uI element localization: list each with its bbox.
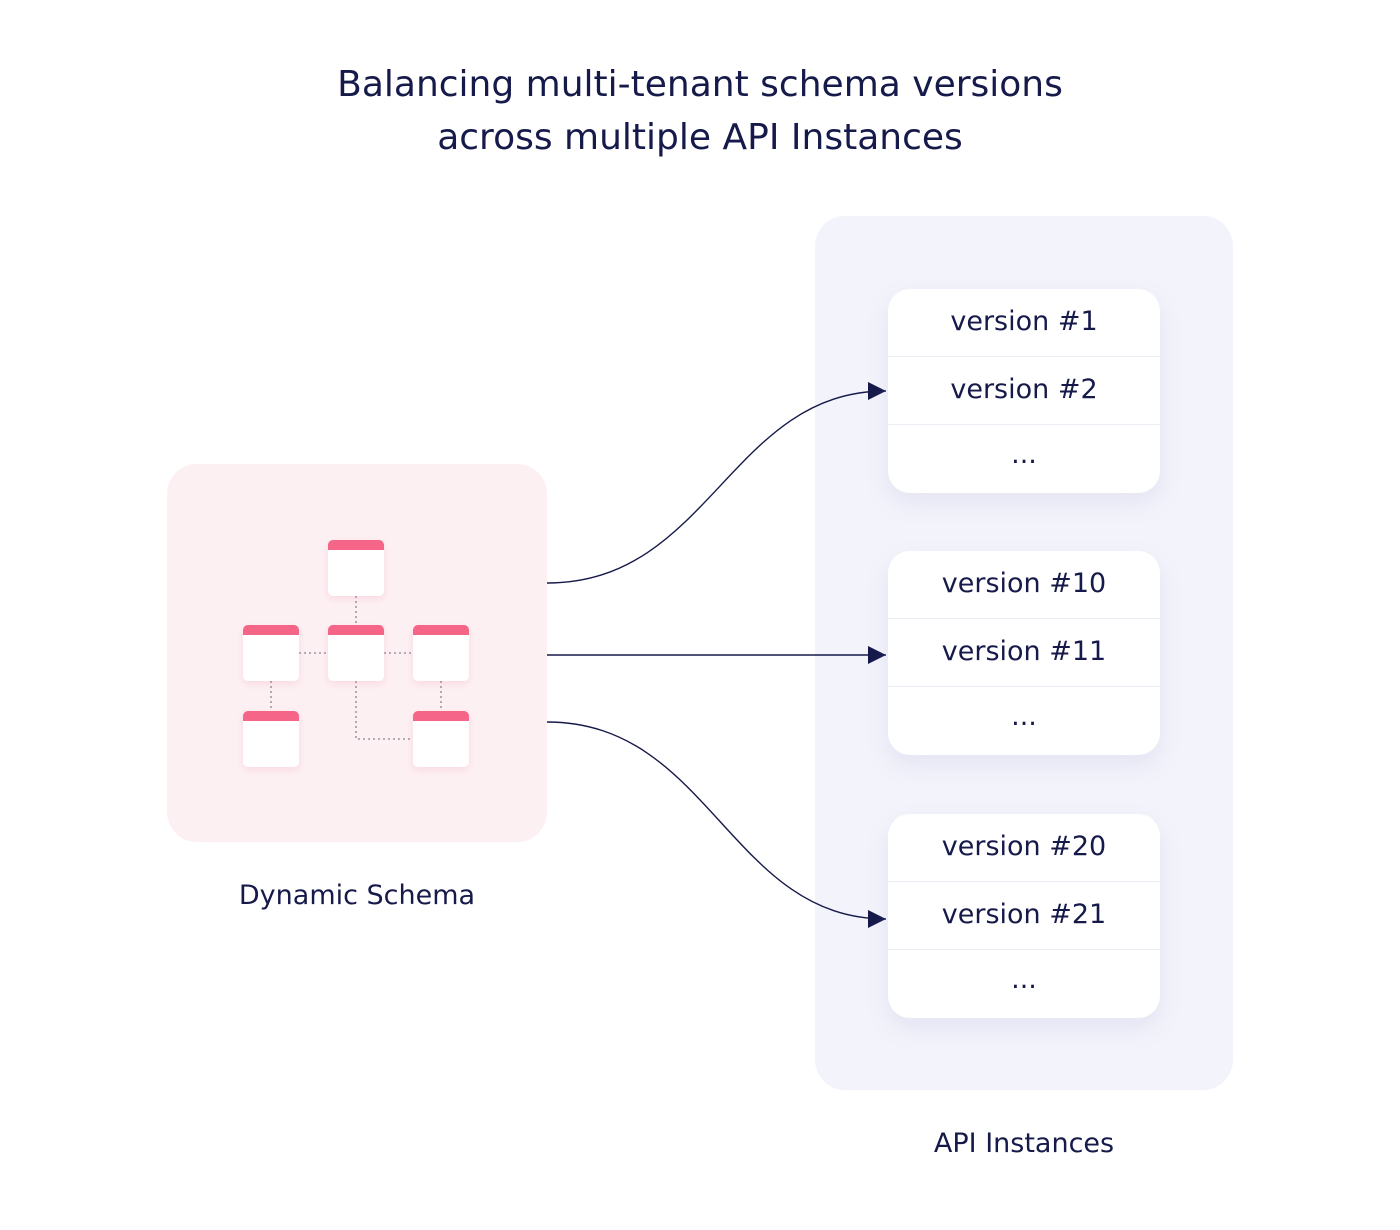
version-row: version #2 [888,357,1160,425]
schema-table-right [413,625,469,681]
version-ellipsis: ... [1011,964,1037,995]
version-ellipsis: ... [1011,701,1037,732]
version-row: version #10 [888,551,1160,619]
version-row: version #1 [888,289,1160,357]
schema-table-bottom-left [243,711,299,767]
version-row: version #21 [888,882,1160,950]
api-instance-card-1: version #1 version #2 ... [888,289,1160,493]
version-ellipsis: ... [1011,439,1037,470]
version-row: version #11 [888,619,1160,687]
schema-table-top [328,540,384,596]
title-line-1: Balancing multi-tenant schema versions [337,64,1063,105]
schema-table-center [328,625,384,681]
arrow-to-instance-3 [546,721,887,928]
title-line-2: across multiple API Instances [437,117,963,158]
api-instance-card-3: version #20 version #21 ... [888,814,1160,1018]
api-instance-card-2: version #10 version #11 ... [888,551,1160,755]
schema-table-left [243,625,299,681]
arrow-to-instance-1 [546,382,887,584]
diagram-title: Balancing multi-tenant schema versions a… [0,58,1400,164]
version-row: version #20 [888,814,1160,882]
api-instances-label: API Instances [933,1128,1115,1159]
dynamic-schema-label: Dynamic Schema [238,880,476,911]
schema-table-bottom-right [413,711,469,767]
relation-center-bottomright [355,681,413,740]
